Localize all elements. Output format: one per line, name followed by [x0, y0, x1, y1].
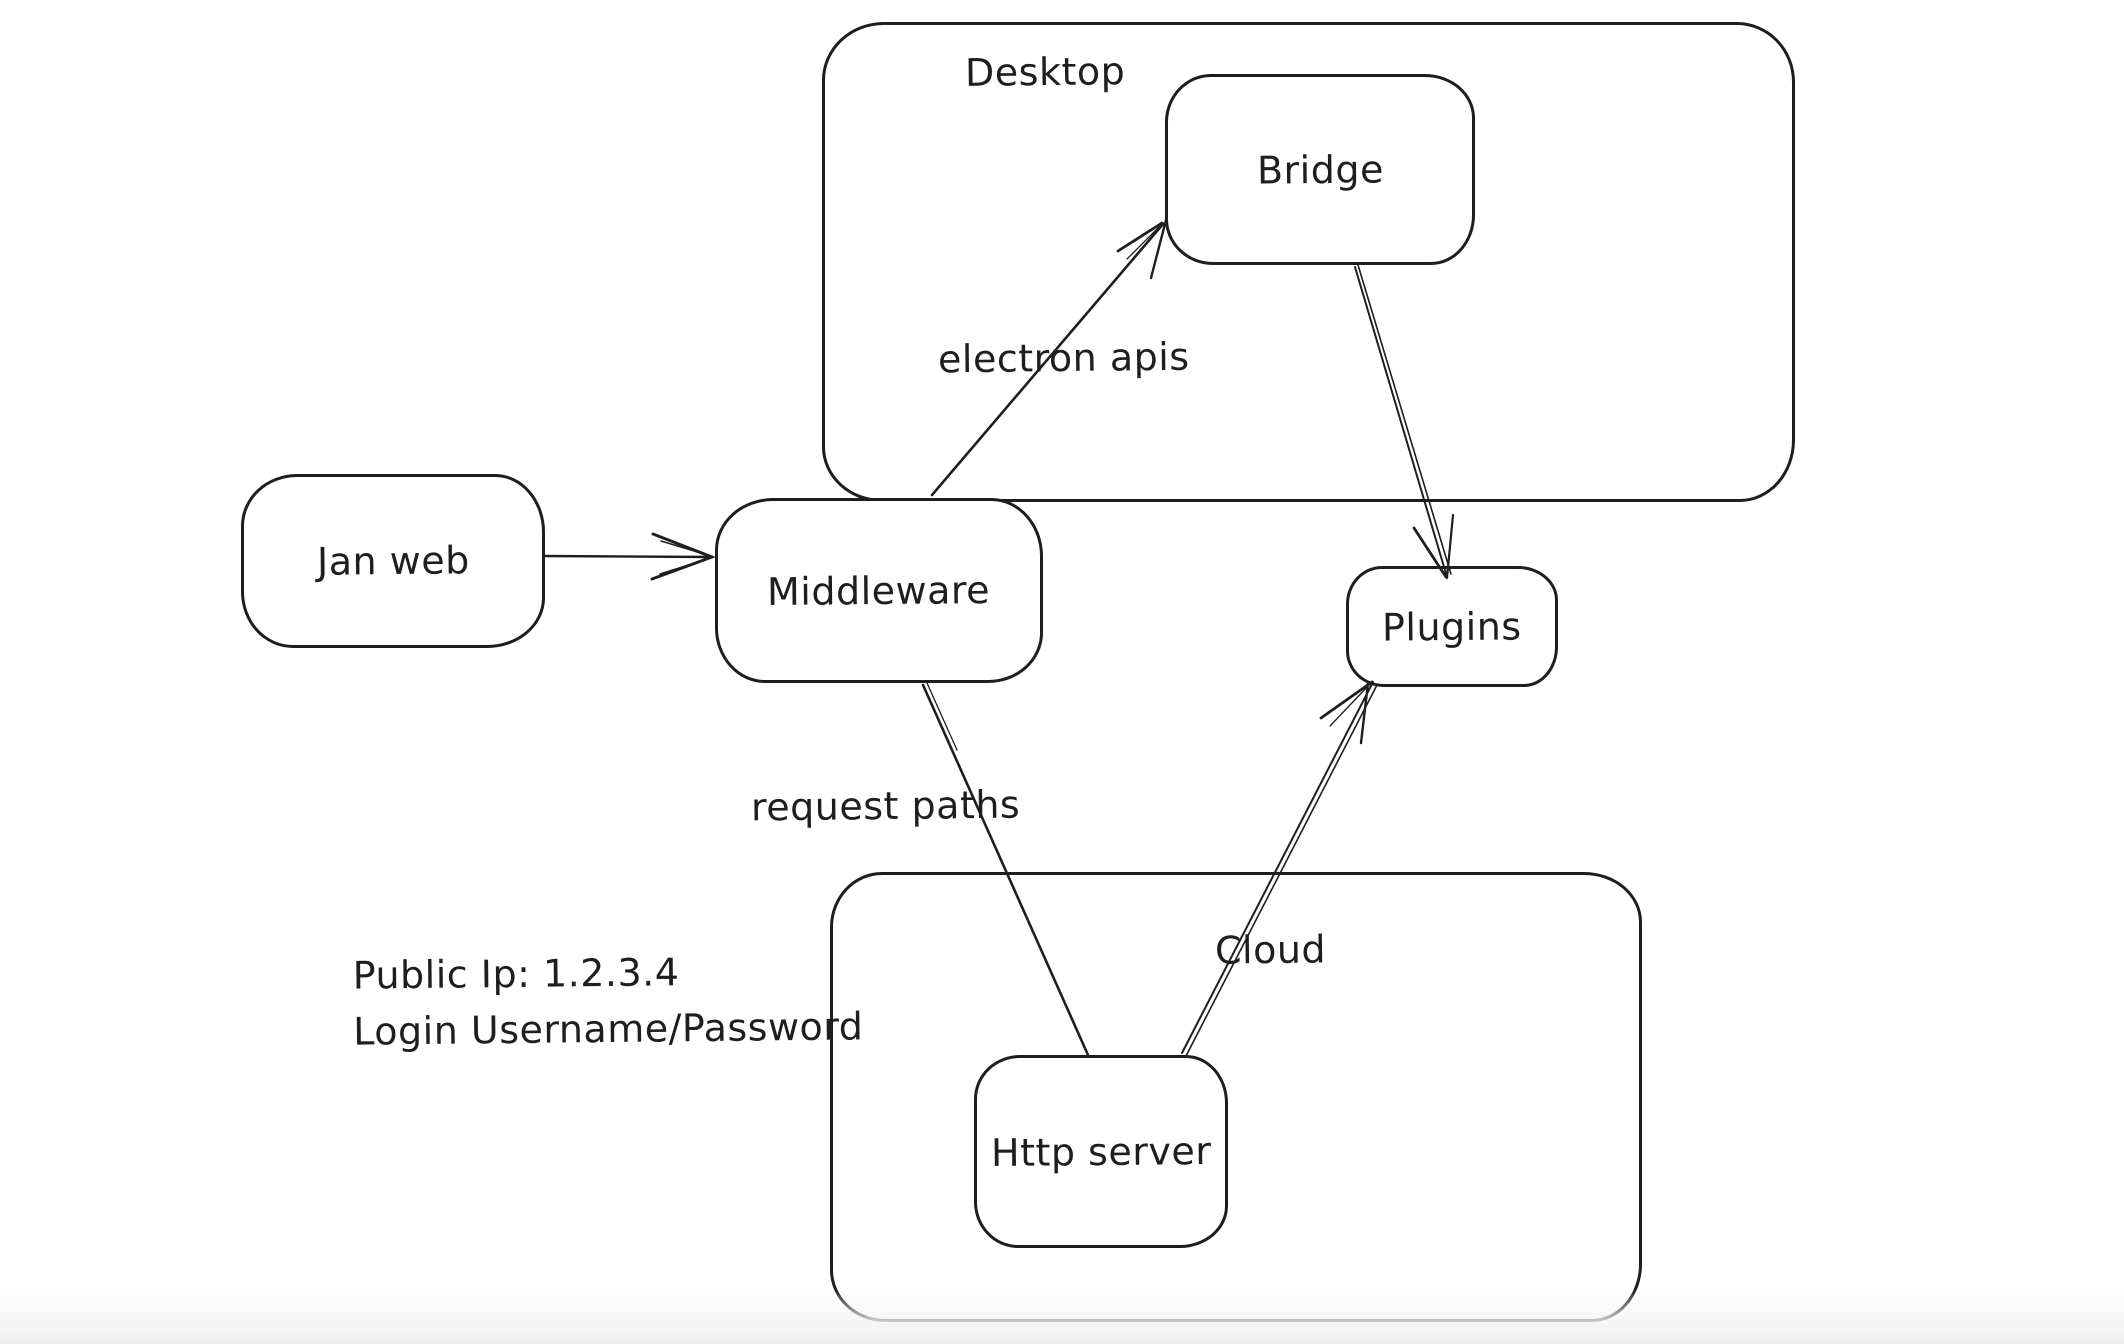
arrow-bridge-to-plugins[interactable] [1354, 264, 1455, 580]
public-ip-note: Public Ip: 1.2.3.4 [352, 950, 680, 998]
plugins-label: Plugins [1381, 603, 1523, 650]
login-note: Login Username/Password [353, 1004, 864, 1054]
cloud-access-note[interactable]: Public Ip: 1.2.3.4 Login Username/Passwo… [352, 943, 863, 1060]
request-paths-edge-label[interactable]: request paths [750, 782, 1021, 830]
bridge-label: Bridge [1256, 146, 1384, 193]
http-server-label: Http server [990, 1128, 1212, 1175]
canvas-bottom-edge [0, 1288, 2124, 1344]
arrow-middleware-to-bridge[interactable] [930, 218, 1168, 497]
cloud-label[interactable]: Cloud [1214, 927, 1327, 973]
node-http-server[interactable]: Http server [974, 1055, 1228, 1248]
node-bridge[interactable]: Bridge [1165, 74, 1475, 265]
arrow-janweb-to-middleware[interactable] [541, 532, 715, 581]
middleware-label: Middleware [767, 567, 991, 614]
arrow-httpserver-to-plugins[interactable] [1181, 680, 1378, 1057]
arrow-middleware-to-httpserver[interactable] [921, 682, 1090, 1057]
node-jan-web[interactable]: Jan web [241, 474, 545, 648]
node-middleware[interactable]: Middleware [715, 498, 1043, 683]
desktop-label[interactable]: Desktop [964, 49, 1126, 95]
jan-web-label: Jan web [316, 538, 470, 584]
desktop-container[interactable] [822, 22, 1795, 502]
node-plugins[interactable]: Plugins [1346, 566, 1558, 687]
